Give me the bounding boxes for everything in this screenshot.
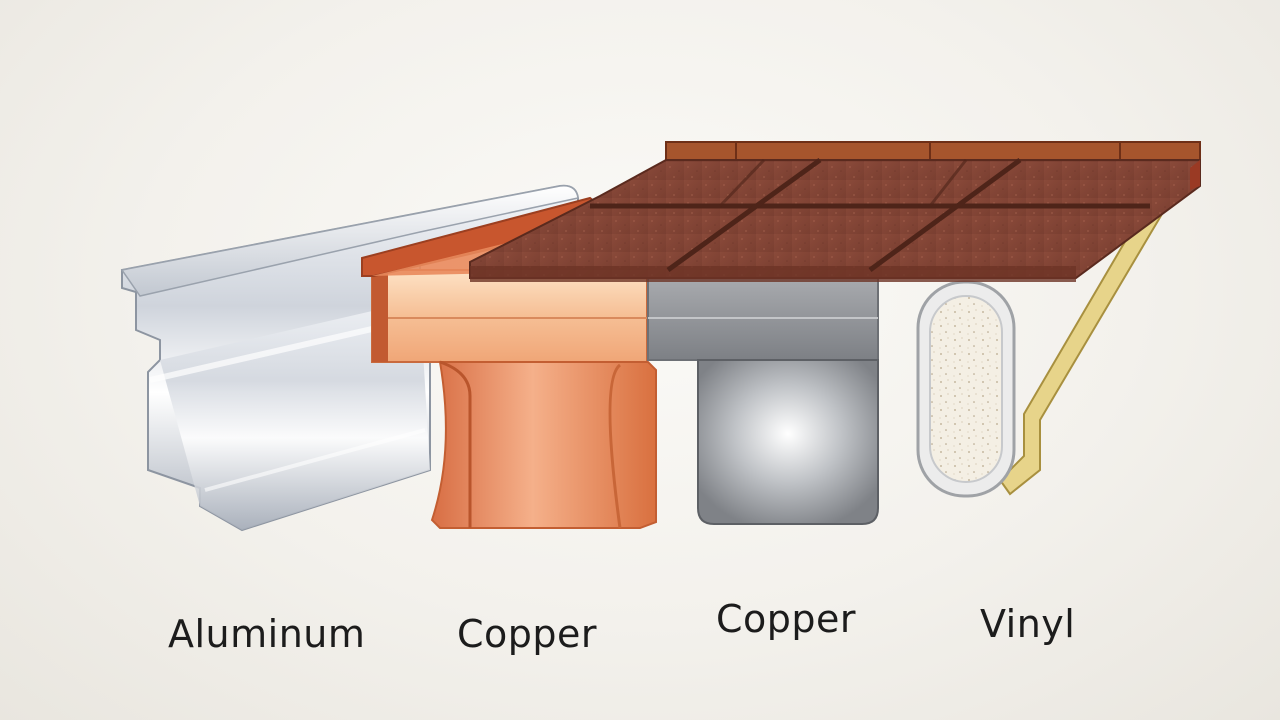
label-copper-second: Copper <box>716 597 857 641</box>
label-vinyl: Vinyl <box>980 602 1076 646</box>
vinyl-gutter-icon <box>916 194 1163 498</box>
steel-gutter-icon <box>647 275 879 525</box>
aluminum-gutter-icon <box>120 184 579 532</box>
label-aluminum: Aluminum <box>168 612 366 656</box>
roof-shingles-icon <box>469 141 1201 282</box>
label-copper: Copper <box>457 612 598 656</box>
